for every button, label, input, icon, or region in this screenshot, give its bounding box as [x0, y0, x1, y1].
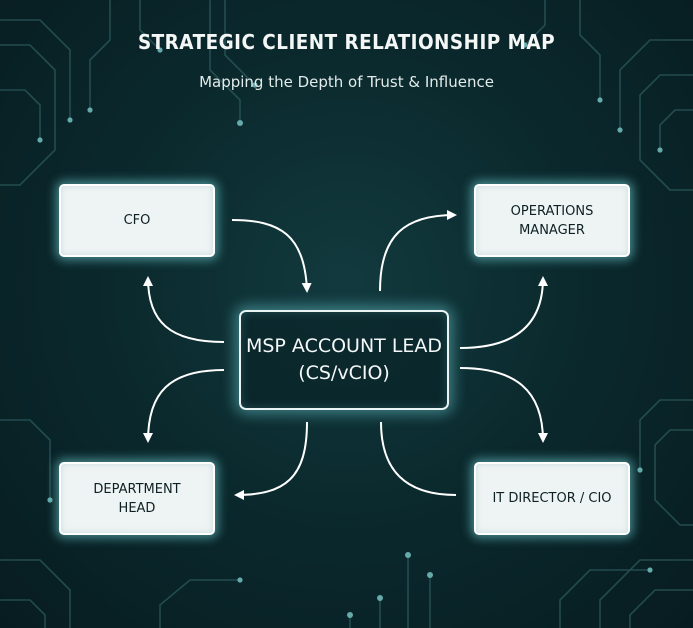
node-it-director: IT DIRECTOR / CIO	[474, 462, 630, 535]
arrow-lead-to-ops	[379, 210, 457, 292]
node-department-head: DEPARTMENT HEAD	[59, 462, 215, 535]
node-operations-manager: OPERATIONS MANAGER	[474, 184, 630, 257]
arrow-lead-to-ops-up	[459, 276, 548, 349]
arrow-cfo-to-lead	[231, 219, 312, 293]
line-it-to-lead	[380, 421, 457, 496]
page-title: STRATEGIC CLIENT RELATIONSHIP MAP	[137, 30, 556, 54]
arrow-lead-to-cfo	[143, 276, 225, 343]
node-cfo: CFO	[59, 184, 215, 257]
arrow-lead-to-dept	[143, 369, 225, 443]
arrow-lead-to-dept-bottom	[234, 421, 308, 500]
node-msp-account-lead: MSP ACCOUNT LEAD (CS/vCIO)	[239, 310, 449, 410]
arrow-lead-to-it	[459, 367, 548, 443]
page-subtitle: Mapping the Depth of Trust & Influence	[199, 73, 494, 91]
